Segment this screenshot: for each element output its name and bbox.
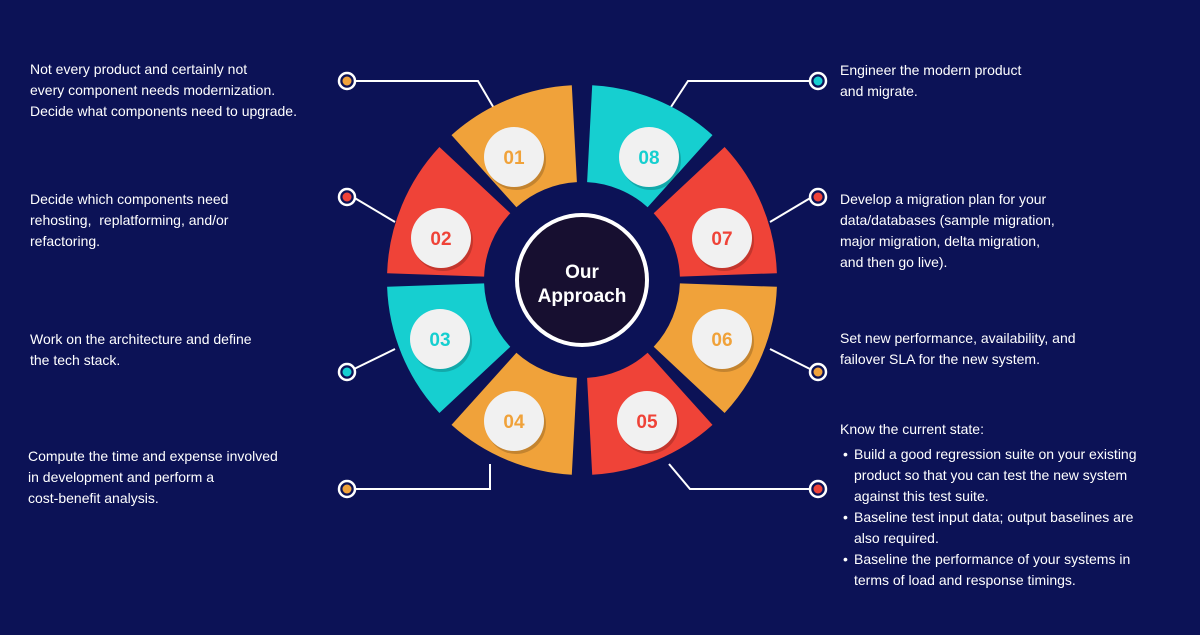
connector-dot-01 (342, 76, 352, 86)
badge-number-06: 06 (711, 330, 732, 351)
step-04-line: in development and perform a (28, 469, 214, 485)
step-05-bullet-line: also required. (854, 530, 939, 546)
badge-02 (411, 208, 471, 268)
badge-04 (484, 391, 544, 451)
step-07-line: data/databases (sample migration, (840, 212, 1055, 228)
step-07-description: Develop a migration plan for your data/d… (840, 189, 1055, 273)
center-circle (515, 213, 649, 347)
step-02-line: rehosting, replatforming, and/or (30, 212, 229, 228)
step-05-bullet-line: terms of load and response timings. (854, 572, 1076, 588)
badge-number-07: 07 (711, 229, 732, 250)
badge-01 (484, 127, 544, 187)
center-title-line1: Our (565, 262, 599, 283)
connector-line-06 (769, 348, 813, 371)
connector-line-04 (354, 464, 491, 490)
step-01-line: every component needs modernization. (30, 82, 276, 98)
center-title-line2: Approach (538, 286, 627, 307)
step-05-heading: Know the current state: (840, 421, 984, 437)
badge-number-05: 05 (636, 412, 658, 433)
badge-08 (619, 127, 679, 187)
step-07-line: Develop a migration plan for your (840, 191, 1047, 207)
badge-number-03: 03 (429, 330, 450, 351)
step-05-bullet-line: against this test suite. (854, 488, 989, 504)
step-05-bullet: Build a good regression suite on your ex… (843, 444, 1137, 507)
connector-line-08 (668, 80, 811, 111)
connector-line-01 (354, 80, 496, 111)
step-05-bullet-line: Baseline test input data; output baselin… (854, 509, 1134, 525)
connector-dot-06 (813, 367, 823, 377)
step-06-line: Set new performance, availability, and (840, 330, 1076, 346)
badge-number-04: 04 (503, 412, 525, 433)
step-04-description: Compute the time and expense involved in… (28, 446, 278, 509)
step-08-description: Engineer the modern product and migrate. (840, 60, 1021, 102)
step-05-bullet-list: Build a good regression suite on your ex… (840, 444, 1137, 591)
connector-dot-02 (342, 192, 352, 202)
badge-03 (410, 309, 470, 369)
step-06-line: failover SLA for the new system. (840, 351, 1040, 367)
step-01-line: Not every product and certainly not (30, 61, 248, 77)
step-05-bullet-line: Baseline the performance of your systems… (854, 551, 1131, 567)
step-02-description: Decide which components need rehosting, … (30, 189, 228, 252)
step-05-bullet: Baseline test input data; output baselin… (843, 507, 1137, 549)
badge-number-08: 08 (638, 148, 659, 169)
badge-number-01: 01 (503, 148, 525, 169)
step-05-bullet-line: Build a good regression suite on your ex… (854, 446, 1137, 462)
badge-06 (692, 309, 752, 369)
step-02-line: refactoring. (30, 233, 101, 249)
connector-line-07 (769, 196, 813, 223)
step-03-line: Work on the architecture and define (30, 331, 252, 347)
step-01-line: Decide what components need to upgrade. (30, 103, 297, 119)
connector-line-03 (351, 348, 396, 371)
connector-line-02 (352, 196, 396, 223)
badge-05 (617, 391, 677, 451)
step-04-line: Compute the time and expense involved (28, 448, 278, 464)
step-04-line: cost-benefit analysis. (28, 490, 159, 506)
step-06-description: Set new performance, availability, and f… (840, 328, 1076, 370)
badge-07 (692, 208, 752, 268)
step-05-bullet-line: product so that you can test the new sys… (854, 467, 1128, 483)
connector-line-05 (668, 463, 811, 490)
badge-number-02: 02 (430, 229, 451, 250)
step-01-description: Not every product and certainly not ever… (30, 59, 297, 122)
connector-dot-08 (813, 76, 823, 86)
step-03-description: Work on the architecture and define the … (30, 329, 252, 371)
step-07-line: and then go live). (840, 254, 948, 270)
step-03-line: the tech stack. (30, 352, 121, 368)
connector-dot-04 (342, 484, 352, 494)
step-08-line: and migrate. (840, 83, 918, 99)
connector-dot-03 (342, 367, 352, 377)
step-05-bullet: Baseline the performance of your systems… (843, 549, 1137, 591)
step-05-description: Know the current state: Build a good reg… (840, 419, 1137, 591)
step-08-line: Engineer the modern product (840, 62, 1022, 78)
step-07-line: major migration, delta migration, (840, 233, 1040, 249)
connector-dot-07 (813, 192, 823, 202)
connector-dot-05 (813, 484, 823, 494)
step-02-line: Decide which components need (30, 191, 229, 207)
